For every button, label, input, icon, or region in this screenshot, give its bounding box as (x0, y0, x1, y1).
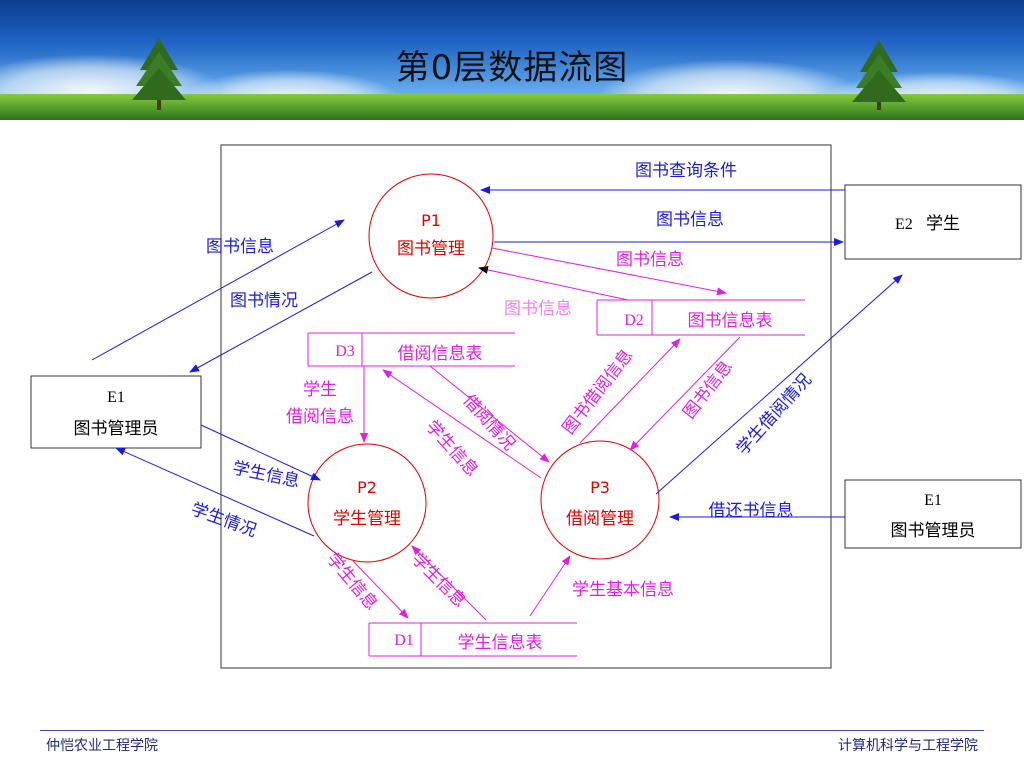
flow-label-book-status: 图书情况 (230, 291, 298, 311)
process-p1-id: P1 (421, 211, 441, 230)
process-p2-id: P2 (357, 478, 377, 497)
slide-title: 第0层数据流图 (395, 48, 629, 88)
process-p3: P3 借阅管理 (540, 440, 660, 560)
datastore-d2-name: 图书信息表 (688, 311, 773, 331)
flow-label-student-info-e1-p2: 学生信息 (231, 458, 302, 492)
datastore-d2-id: D2 (624, 312, 644, 329)
entity-e2: E2 学生 (844, 184, 1022, 260)
flow-label-book-info-to-e2: 图书信息 (656, 210, 724, 230)
flow-arrow-p1-to-e1 (189, 271, 373, 373)
datastore-d3: D3 借阅信息表 (307, 332, 515, 367)
process-p2-name: 学生管理 (333, 509, 401, 529)
flow-label-student: 学生 (303, 380, 337, 400)
entity-e2-name: 学生 (926, 214, 960, 234)
process-p2: P2 学生管理 (307, 443, 427, 563)
tree-icon (132, 38, 186, 110)
entity-e1-left-id: E1 (107, 389, 125, 406)
flow-label-borrow-info: 借阅信息 (286, 407, 354, 427)
system-boundary (220, 144, 832, 669)
flow-arrow-d2-to-p3 (629, 336, 741, 451)
entity-e1-left-name: 图书管理员 (74, 419, 159, 439)
process-p3-name: 借阅管理 (566, 509, 634, 529)
footer-divider (40, 730, 984, 731)
entity-e1-left: E1 图书管理员 (30, 375, 202, 449)
flow-arrow-p3-to-d2 (579, 338, 681, 444)
flow-arrow-d1-to-p3 (529, 555, 571, 617)
flow-arrow-d2-to-p1 (478, 265, 629, 301)
datastore-d3-name: 借阅信息表 (398, 344, 483, 364)
entity-e1-right-id: E1 (924, 492, 942, 509)
footer-left-text: 仲恺农业工程学院 (46, 738, 158, 754)
flow-label-query-conditions: 图书查询条件 (635, 161, 737, 181)
tree-icon (852, 40, 906, 110)
entity-e2-id: E2 (895, 216, 913, 233)
slide-header-banner (0, 0, 1024, 120)
flow-arrow-p2-to-e1 (115, 447, 315, 537)
datastore-d1: D1 学生信息表 (368, 622, 577, 657)
flow-arrow-p1-to-d2 (491, 247, 727, 296)
datastore-d3-id: D3 (335, 343, 355, 360)
flow-label-book-info-d2-p1: 图书信息 (504, 299, 572, 319)
entity-e1-right: E1 图书管理员 (844, 479, 1022, 549)
flow-label-student-info-d1-p2: 学生信息 (407, 549, 469, 611)
flow-arrow-p3-to-e2 (655, 274, 903, 495)
datastore-d1-id: D1 (394, 632, 414, 649)
flow-label-student-basic-info: 学生基本信息 (572, 580, 674, 600)
flow-label-borrow-status: 借阅情况 (459, 391, 519, 455)
flow-arrow-p3-to-d3 (382, 369, 542, 479)
flow-arrow-d1-to-p2 (411, 545, 487, 621)
datastore-d2: D2 图书信息表 (596, 299, 805, 336)
flow-label-student-info-p3-d3: 学生信息 (422, 417, 482, 481)
flow-label-book-info-p1-d2: 图书信息 (616, 250, 684, 270)
flow-label-book-info-e1-p1: 图书信息 (206, 237, 274, 257)
flow-arrow-d3-to-p3 (429, 365, 550, 463)
process-p1: P1 图书管理 (368, 173, 494, 299)
flow-arrow-e1-to-p2 (200, 424, 321, 481)
datastore-d1-name: 学生信息表 (458, 633, 543, 653)
process-p3-id: P3 (590, 478, 610, 497)
tree-decorations (132, 38, 906, 110)
process-p1-name: 图书管理 (397, 239, 465, 259)
flow-arrow-e1-to-p1 (91, 219, 345, 361)
flow-label-borrow-return-info: 借还书信息 (709, 501, 794, 521)
footer-right-text: 计算机科学与工程学院 (838, 738, 978, 754)
entity-e1-right-name: 图书管理员 (891, 521, 976, 541)
flow-arrow-p2-to-d1 (352, 560, 409, 619)
flow-label-student-status: 学生情况 (188, 499, 259, 541)
